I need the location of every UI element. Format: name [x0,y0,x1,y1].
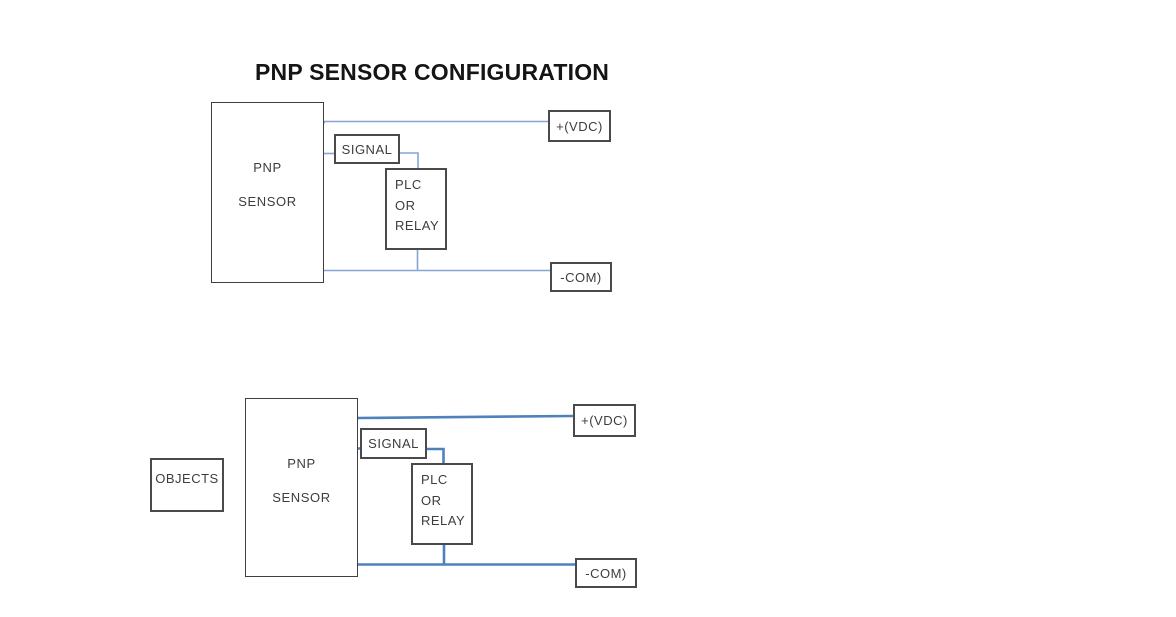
bottom-signal-label: SIGNAL [368,436,419,451]
bottom-vdc-terminal-box: +(VDC) [573,404,636,437]
top-sensor-label-line1: PNP [253,160,282,175]
top-plc-label-line1: PLC [395,177,422,192]
bottom-com-label: -COM) [585,565,627,581]
bottom-diagram-wires [347,414,575,566]
bottom-objects-label: OBJECTS [155,470,219,486]
top-plc-label-line2: OR [395,197,416,213]
bottom-com-terminal-box: -COM) [575,558,637,588]
top-plc-relay-box: PLC OR RELAY [385,168,447,250]
bottom-plc-label-line1: PLC [421,472,448,487]
bottom-plc-relay-box: PLC OR RELAY [411,463,473,545]
bottom-signal-box: SIGNAL [360,428,427,459]
bottom-vdc-label: +(VDC) [581,413,628,428]
bottom-pnp-sensor-box: PNP SENSOR [245,398,358,577]
bottom-vdc-wire [356,414,574,420]
page-title: PNP SENSOR CONFIGURATION [255,59,610,85]
top-vdc-label: +(VDC) [556,118,603,134]
bottom-sensor-label-line1: PNP [287,456,316,471]
bottom-plc-label-line3: RELAY [421,513,466,528]
bottom-objects-box: OBJECTS [150,458,224,512]
bottom-plc-label-line2: OR [421,492,442,508]
top-sensor-label-line2: SENSOR [238,194,297,209]
top-vdc-terminal-box: +(VDC) [548,110,611,142]
bottom-signal-plc-wire [427,447,445,463]
top-plc-label-line3: RELAY [395,218,440,233]
top-signal-box: SIGNAL [334,134,400,164]
top-signal-label: SIGNAL [341,141,393,157]
top-pnp-sensor-box: PNP SENSOR [211,102,324,283]
top-com-terminal-box: -COM) [550,262,612,292]
top-com-label: -COM) [560,269,602,285]
top-signal-plc-wire [400,152,419,168]
bottom-sensor-label-line2: SENSOR [272,490,331,505]
